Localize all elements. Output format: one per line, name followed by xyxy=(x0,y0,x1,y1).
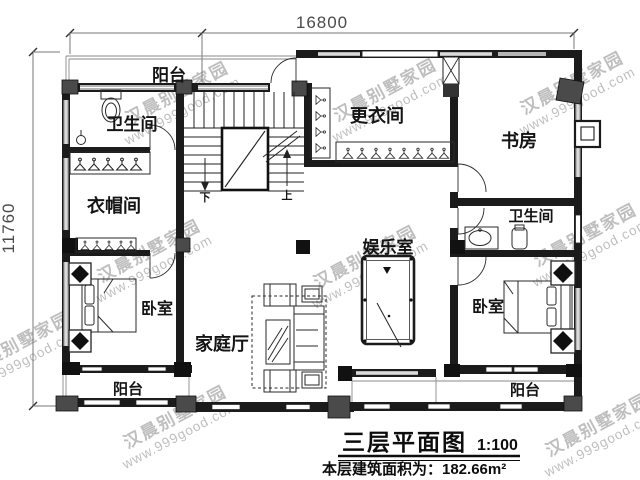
furniture xyxy=(68,87,576,393)
bath-top-left-door xyxy=(149,124,176,151)
room-label-bedroom-right: 卧室 xyxy=(472,297,504,316)
bath-right-door xyxy=(457,207,485,235)
room-label-entertainment: 娱乐室 xyxy=(363,237,414,257)
wardrobe-dressing-bottom xyxy=(335,141,455,163)
stair-up-arrow xyxy=(283,149,291,186)
room-label-bath-top-left: 卫生间 xyxy=(107,114,158,134)
bedroom-right-door xyxy=(457,256,487,286)
staircase xyxy=(184,92,304,192)
study-door xyxy=(457,163,487,193)
room-label-study: 书房 xyxy=(501,130,537,151)
floor-area-note: 本层建筑面积为：182.66m² xyxy=(322,460,506,478)
title-block: 三层平面图 1:100 本层建筑面积为：182.66m² xyxy=(322,429,520,478)
bed-right xyxy=(503,280,573,334)
sofa-set xyxy=(251,283,327,393)
room-label-balcony-bottom-left: 阳台 xyxy=(113,380,143,398)
room-label-bath-right: 卫生间 xyxy=(508,207,553,225)
room-label-balcony-top: 阳台 xyxy=(152,65,186,85)
wall-lamp-symbol xyxy=(76,130,86,145)
toilet-symbol-top-left xyxy=(100,89,122,123)
wardrobe-cloakroom-top xyxy=(69,151,151,175)
interior-walls xyxy=(62,50,582,373)
left-dimension-value: 11760 xyxy=(0,202,18,253)
sink-symbol-right-bath xyxy=(464,226,499,250)
duct-symbol xyxy=(442,56,460,97)
bedroom-left-door xyxy=(149,252,176,279)
structural-columns xyxy=(55,56,602,419)
nightstand-diamonds xyxy=(68,260,576,354)
wardrobe-dressing-left xyxy=(310,87,331,159)
corner-flue-shaft xyxy=(573,119,602,149)
stair-down-label: 下 xyxy=(200,191,211,204)
balcony-outlines xyxy=(62,55,574,403)
plan-title: 三层平面图 xyxy=(342,429,467,455)
doors xyxy=(149,57,487,286)
dimension-annotations xyxy=(28,28,579,411)
stair-down-arrow xyxy=(201,158,209,191)
plan-scale: 1:100 xyxy=(477,437,518,454)
balcony-door xyxy=(270,57,297,84)
top-dimension-value: 16800 xyxy=(296,13,348,32)
room-label-balcony-bottom-right: 阳台 xyxy=(510,381,540,399)
wardrobe-cloakroom-bottom xyxy=(75,237,137,253)
billiard-table-symbol xyxy=(360,254,416,348)
corner-flue-column xyxy=(555,77,585,105)
room-labels: 阳台 卫生间 衣帽间 更衣间 书房 卫生间 娱乐室 家庭厅 卧室 卧室 阳台 阳… xyxy=(87,65,554,399)
room-label-dressing-room: 更衣间 xyxy=(350,105,404,126)
room-label-bedroom-left: 卧室 xyxy=(141,299,173,318)
stair-up-label: 上 xyxy=(282,188,293,202)
toilet-symbol-right-bath xyxy=(511,224,528,250)
room-label-cloakroom: 衣帽间 xyxy=(87,195,141,216)
room-label-family-hall: 家庭厅 xyxy=(195,333,249,354)
